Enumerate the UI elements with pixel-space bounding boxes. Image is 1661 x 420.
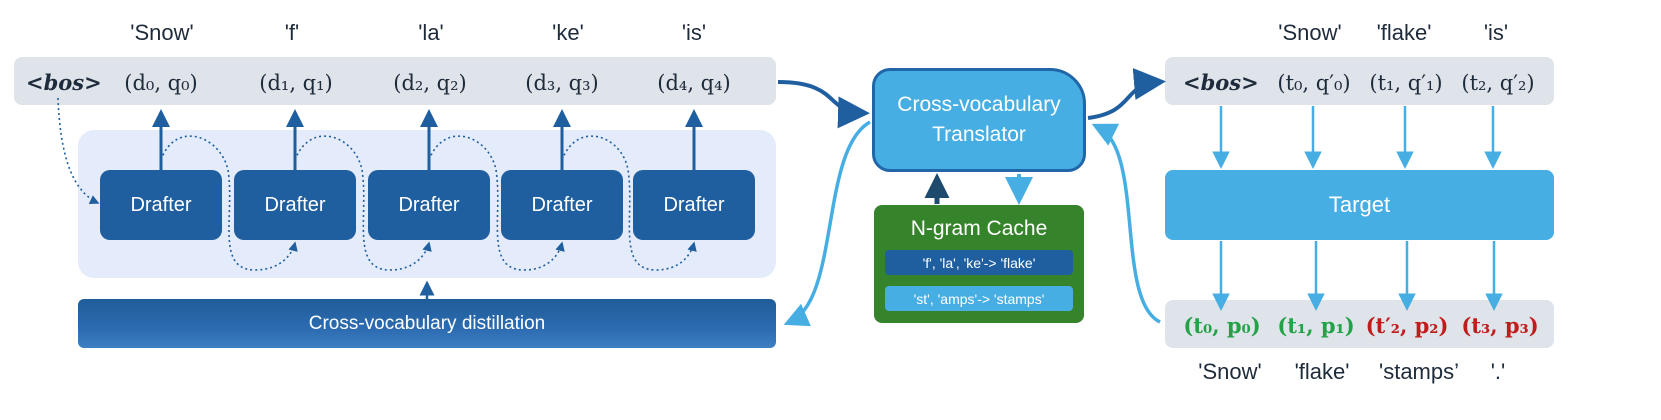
draft-pair-2: (d₂, q₂) — [393, 71, 467, 95]
drafter-box-0: Drafter — [100, 170, 222, 240]
output-to-translator-arrow — [1091, 123, 1161, 324]
draft-pair-3: (d₃, q₃) — [525, 71, 599, 95]
drafter-box-3: Drafter — [501, 170, 623, 240]
target-output-1: (t₁, p₁) — [1277, 313, 1355, 338]
output-word-3: '.' — [1490, 359, 1506, 384]
translator-to-target-arrow — [1087, 68, 1166, 120]
cache-entry-1: 'st', 'amps'-> 'stamps' — [885, 286, 1073, 311]
loop-2-3 — [428, 135, 565, 271]
output-word-1: 'flake' — [1294, 359, 1350, 384]
target-pair-0: (t₀, q′₀) — [1277, 71, 1351, 95]
drafter-box-4: Drafter — [633, 170, 755, 240]
target-pair-1: (t₁, q′₁) — [1369, 71, 1443, 95]
draft-word-2: 'la' — [418, 20, 444, 45]
target-output-2: (t′₂, p₂) — [1365, 313, 1449, 338]
loop-3-4 — [561, 135, 697, 271]
draft-word-4: 'is' — [681, 20, 707, 45]
draft-pair-4: (d₄, q₄) — [657, 71, 731, 95]
target-bos-token: <bos> — [1183, 70, 1259, 95]
draft-bos-token: <bos> — [26, 70, 102, 95]
target-word-0: 'Snow' — [1278, 20, 1342, 45]
cross-vocab-distillation-bar: Cross-vocabulary distillation — [78, 299, 776, 348]
target-word-1: 'flake' — [1376, 20, 1432, 45]
loop-1-2 — [294, 135, 432, 271]
draft-word-0: 'Snow' — [130, 20, 194, 45]
output-word-2: 'stamps’ — [1379, 359, 1459, 384]
target-output-3: (t₃, p₃) — [1461, 313, 1539, 338]
drafter-box-2: Drafter — [368, 170, 490, 240]
cache-entry-0: 'f', 'la', 'ke'-> 'flake' — [885, 250, 1073, 275]
target-word-2: 'is' — [1483, 20, 1509, 45]
drafter-box-1: Drafter — [234, 170, 356, 240]
ngram-cache: N-gram Cache 'f', 'la', 'ke'-> 'flake' '… — [874, 205, 1084, 323]
draft-pair-1: (d₁, q₁) — [259, 71, 333, 95]
draft-to-translator-arrow — [777, 80, 870, 129]
draft-token-bar — [14, 57, 776, 105]
target-pair-2: (t₂, q′₂) — [1461, 71, 1535, 95]
loop-0-1 — [160, 135, 298, 271]
draft-pair-0: (d₀, q₀) — [124, 71, 198, 95]
target-output-0: (t₀, p₀) — [1183, 313, 1261, 338]
draft-word-1: 'f' — [284, 20, 300, 45]
target-input-bar — [1165, 57, 1554, 105]
cross-vocab-translator: Cross-vocabulary Translator — [872, 68, 1086, 172]
draft-word-3: 'ke' — [552, 20, 584, 45]
output-word-0: 'Snow' — [1198, 359, 1262, 384]
translator-to-distillation-arrow — [783, 120, 871, 327]
target-model-box: Target — [1165, 170, 1554, 240]
bos-dotted-arrow — [57, 97, 100, 204]
ngram-cache-title: N-gram Cache — [910, 217, 1048, 240]
